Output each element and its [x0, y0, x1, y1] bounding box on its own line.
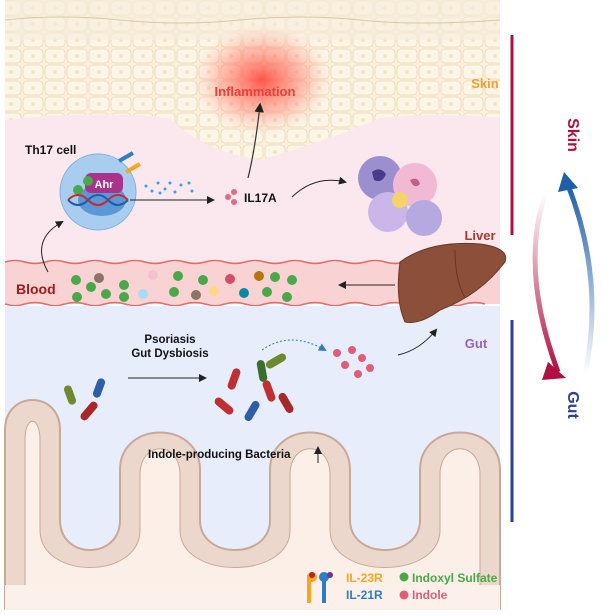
cytokine-dots — [144, 181, 194, 195]
legend-il23r: IL-23R — [346, 571, 383, 585]
liver-label: Liver — [464, 228, 495, 243]
liver-icon — [397, 242, 507, 323]
ahr-label: Ahr — [95, 179, 115, 191]
axis-gut-label: Gut — [564, 391, 581, 419]
skin-to-gut-arrow — [532, 194, 561, 373]
il17a-icon — [225, 189, 237, 205]
gut-region-label: Gut — [465, 336, 488, 351]
il17a-label: IL17A — [244, 191, 277, 205]
gut-layer — [4, 306, 501, 611]
indole-swatch — [399, 590, 409, 600]
legend-il21r: IL-21R — [346, 588, 383, 602]
arrow-to-immune-cells — [291, 176, 347, 198]
psoriasis-label: Psoriasis — [144, 334, 195, 346]
skin-region-label: Skin — [471, 76, 499, 91]
receptor-legend-icon — [307, 572, 333, 603]
gut-dysbiosis-label: Gut Dysbiosis — [131, 348, 208, 360]
legend-indole: Indole — [412, 588, 448, 602]
il21r-receptor-icon — [118, 151, 134, 163]
dna-icon — [67, 194, 129, 206]
blood-label: Blood — [16, 281, 56, 297]
indoxyl-sulfate-swatch — [399, 572, 409, 582]
gut-to-skin-arrow — [565, 184, 595, 376]
th17-cell — [59, 151, 141, 231]
legend-indoxyl-sulfate: Indoxyl Sulfate — [412, 571, 498, 585]
arrow-to-liver — [397, 328, 438, 356]
arrow-to-inflammation — [247, 102, 264, 179]
il23r-receptor-icon — [125, 162, 141, 174]
th17-cell-label: Th17 cell — [25, 143, 76, 157]
indole-dots — [333, 346, 374, 378]
arrow-blood-to-th17 — [41, 221, 64, 273]
bacteria-icons — [63, 353, 294, 422]
indole-bacteria-label: Indole-producing Bacteria — [148, 449, 291, 461]
immune-cells — [358, 156, 442, 236]
legend: IL-23R IL-21R Indoxyl Sulfate Indole — [307, 571, 498, 603]
axis-skin-label: Skin — [564, 118, 581, 152]
inflammation-label: Inflammation — [215, 84, 296, 99]
inflammation-glow — [192, 25, 332, 135]
